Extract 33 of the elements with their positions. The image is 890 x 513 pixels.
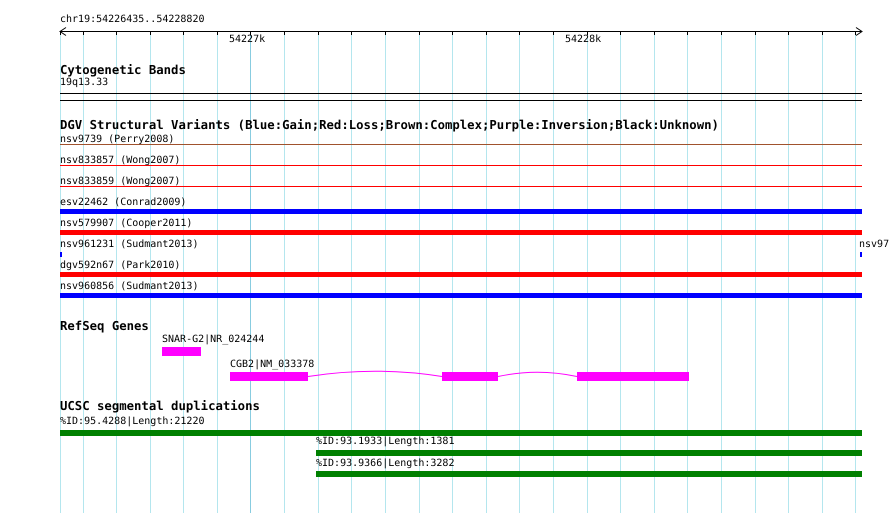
feature-track [859,239,890,257]
feature-track [316,458,862,477]
feature-track [60,260,862,277]
feature-label: SNAR-G2|NR_024244 [162,334,264,346]
feature-track [60,134,862,146]
tick-label: 54228k [565,34,602,46]
track-title: DGV Structural Variants (Blue:Gain;Red:Loss;Brown:Complex;Purple:Inversion;Black:Unknown) [60,118,719,132]
feature-track [60,416,862,436]
feature-label: dgv592n67 (Park2010) [60,260,180,272]
track-title: UCSC segmental duplications [60,399,260,413]
feature-label: %ID:93.9366|Length:3282 [316,458,454,470]
feature-track [60,281,862,298]
feature-track [60,77,862,101]
feature-label: nsv961231 (Sudmant2013) [60,239,198,251]
feature-label: nsv579907 (Cooper2011) [60,218,192,230]
feature-label: CGB2|NM_033378 [230,359,314,371]
tick-label: 54227k [229,34,266,46]
feature-track [60,197,862,214]
coordinate-range: chr19:54226435..54228820 [60,14,204,26]
feature-track [60,218,862,235]
feature-label: nsv833857 (Wong2007) [60,155,180,167]
feature-track [60,176,862,188]
feature-label: %ID:95.4288|Length:21220 [60,416,204,428]
feature-track [60,155,862,167]
feature-label: 19q13.33 [60,77,108,89]
feature-track [316,436,862,456]
feature-label: nsv960856 (Sudmant2013) [60,281,198,293]
feature-label: nsv97 [859,239,890,251]
track-title: RefSeq Genes [60,319,149,333]
feature-label: nsv9739 (Perry2008) [60,134,174,146]
feature-label: esv22462 (Conrad2009) [60,197,186,209]
feature-label: nsv833859 (Wong2007) [60,176,180,188]
feature-label: %ID:93.1933|Length:1381 [316,436,454,448]
